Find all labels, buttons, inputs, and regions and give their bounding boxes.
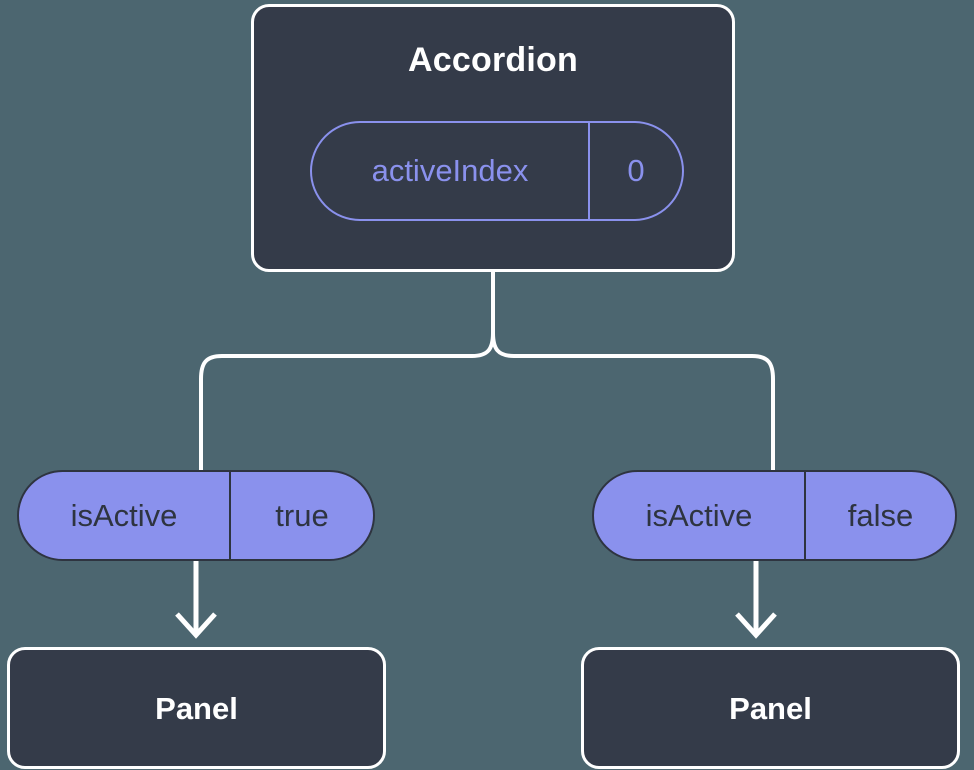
prop-key-active-index: activeIndex xyxy=(312,123,590,219)
connector-branch-right xyxy=(491,331,775,472)
node-panel-right[interactable]: Panel xyxy=(581,647,960,769)
state-key-right: isActive xyxy=(594,472,806,559)
panel-right-title: Panel xyxy=(729,690,812,726)
node-panel-left[interactable]: Panel xyxy=(7,647,386,769)
accordion-title: Accordion xyxy=(408,41,578,79)
connector-branch-left xyxy=(199,331,495,472)
state-pill-is-active-true[interactable]: isActive true xyxy=(17,470,375,561)
panel-left-title: Panel xyxy=(155,690,238,726)
arrow-head-right xyxy=(735,612,777,639)
prop-value-active-index: 0 xyxy=(627,153,645,188)
state-value-left: true xyxy=(275,497,329,533)
arrow-head-left xyxy=(175,612,217,639)
state-key-left: isActive xyxy=(19,472,231,559)
state-pill-is-active-false[interactable]: isActive false xyxy=(592,470,957,561)
node-accordion[interactable]: Accordion activeIndex 0 xyxy=(251,4,735,272)
state-value-right: false xyxy=(847,497,914,533)
prop-pill-active-index[interactable]: activeIndex 0 xyxy=(310,121,684,221)
